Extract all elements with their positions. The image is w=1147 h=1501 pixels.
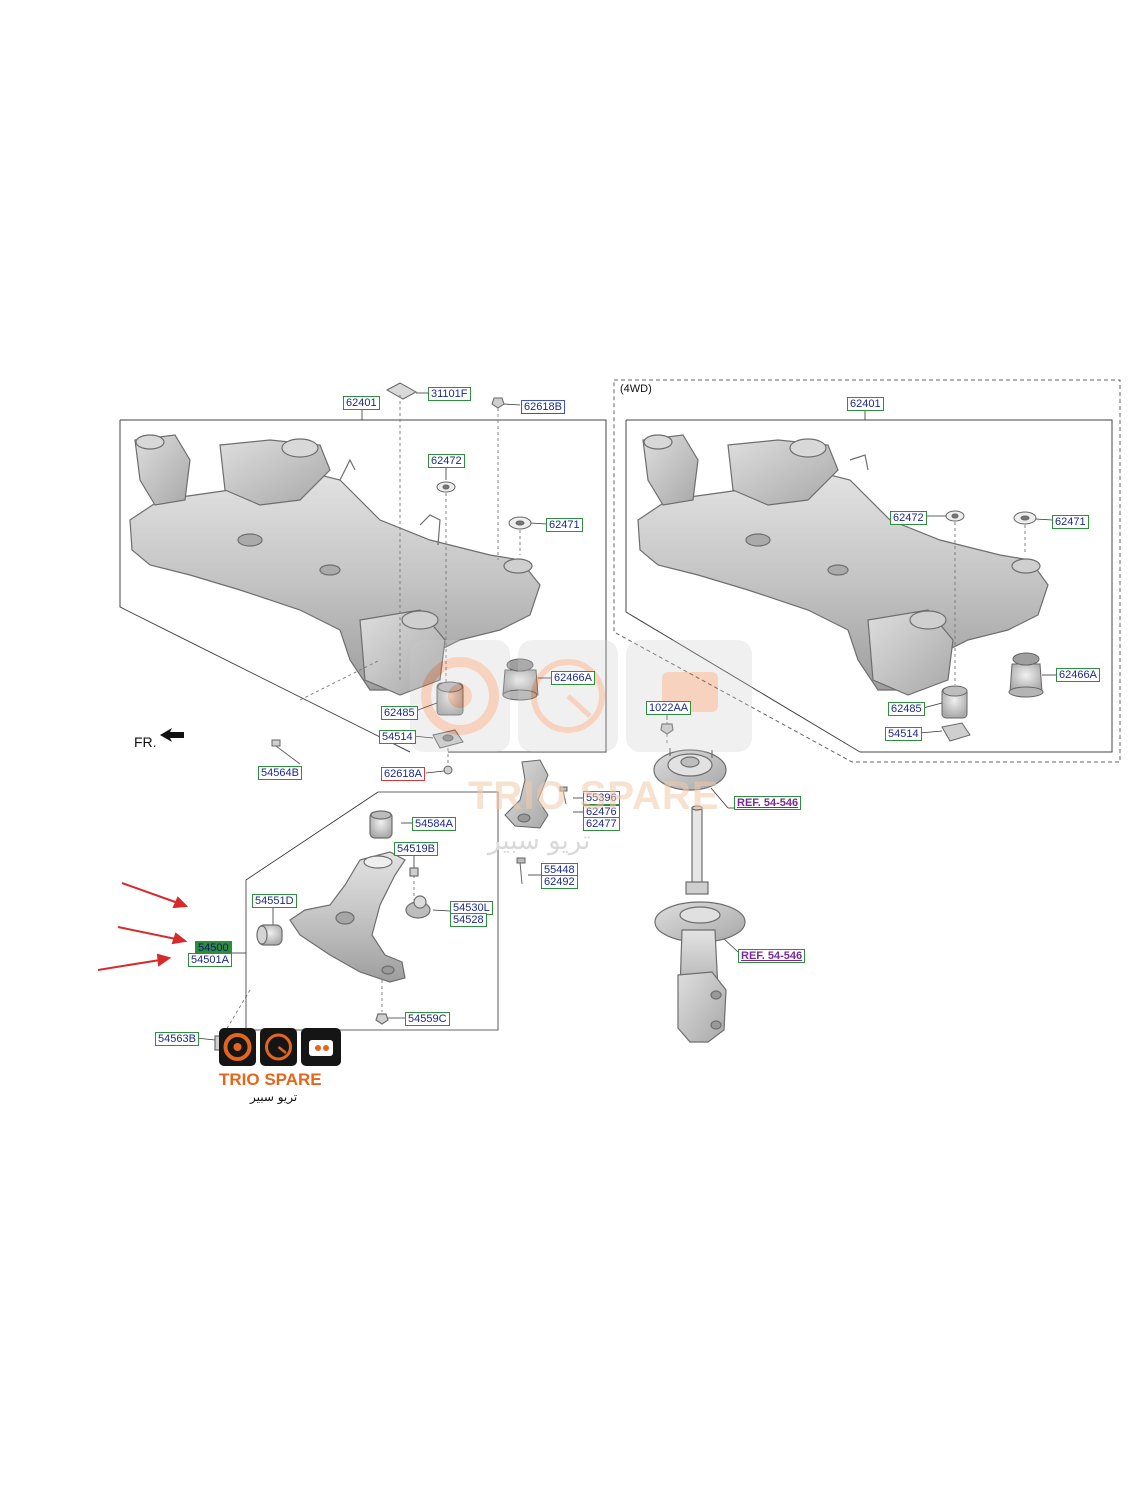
label-62471-right: 62471 bbox=[1052, 515, 1089, 529]
label-54551d: 54551D bbox=[252, 894, 297, 908]
label-31101f: 31101F bbox=[428, 387, 471, 401]
label-54564b: 54564B bbox=[258, 766, 302, 780]
label-62466a-right: 62466A bbox=[1056, 668, 1100, 682]
right-small-parts bbox=[941, 510, 1044, 742]
label-54500-selected[interactable]: 54500 bbox=[195, 941, 232, 955]
label-54584a: 54584A bbox=[412, 817, 456, 831]
logo-arabic: تريو سبير bbox=[250, 1090, 298, 1104]
knuckle-bracket bbox=[504, 759, 568, 885]
dashed-leaders bbox=[219, 395, 1026, 1041]
label-62472-right: 62472 bbox=[890, 511, 927, 525]
label-54514-left: 54514 bbox=[379, 730, 416, 744]
watermark-logo bbox=[410, 640, 752, 752]
crankshaft-icon bbox=[219, 1028, 256, 1066]
label-54563b: 54563B bbox=[155, 1032, 199, 1046]
solid-leaders bbox=[195, 392, 1056, 1041]
label-62471-left: 62471 bbox=[546, 518, 583, 532]
label-54559c: 54559C bbox=[405, 1012, 450, 1026]
label-62485-right: 62485 bbox=[888, 702, 925, 716]
watermark-arabic: تريو سبير bbox=[488, 826, 591, 856]
label-62477: 62477 bbox=[583, 817, 620, 831]
ref-link-bottom[interactable]: REF. 54-546 bbox=[738, 949, 806, 963]
left-crossmember bbox=[129, 434, 541, 696]
speedometer-icon bbox=[260, 1028, 297, 1066]
right-crossmember bbox=[637, 434, 1049, 696]
right-4wd-dashed-frame bbox=[613, 379, 1121, 763]
label-1022aa: 1022AA bbox=[646, 701, 692, 715]
label-54501a: 54501A bbox=[188, 953, 232, 967]
label-54530l: 54530L bbox=[450, 901, 493, 915]
label-62485-left: 62485 bbox=[381, 706, 418, 720]
label-54519b: 54519B bbox=[394, 842, 438, 856]
watermark-text: TRIO SPARE bbox=[468, 774, 720, 818]
strut-assembly bbox=[653, 723, 746, 1043]
left-subframe-frame bbox=[119, 419, 607, 753]
left-small-parts bbox=[271, 382, 539, 775]
label-62401-right: 62401 bbox=[847, 397, 884, 411]
label-62466a-left: 62466A bbox=[551, 671, 595, 685]
label-62618b: 62618B bbox=[521, 400, 565, 414]
red-arrow-icon bbox=[97, 882, 189, 971]
direction-label-fr: FR. bbox=[134, 734, 157, 750]
engine-icon bbox=[301, 1028, 341, 1066]
label-62618a: 62618A bbox=[381, 767, 425, 781]
right-subframe-frame bbox=[625, 419, 1113, 753]
label-55396: 55396 bbox=[583, 791, 620, 805]
front-direction-arrow-icon bbox=[160, 728, 184, 742]
label-54514-right: 54514 bbox=[885, 727, 922, 741]
ref-link-top[interactable]: REF. 54-546 bbox=[734, 796, 802, 810]
logo-text: TRIO SPARE bbox=[219, 1070, 322, 1089]
label-62492: 62492 bbox=[541, 875, 578, 889]
label-54528: 54528 bbox=[450, 913, 487, 927]
label-62401-left: 62401 bbox=[343, 396, 380, 410]
lower-control-arm bbox=[214, 810, 431, 1051]
frame-note-4wd: (4WD) bbox=[620, 383, 652, 395]
label-62472-left: 62472 bbox=[428, 454, 465, 468]
